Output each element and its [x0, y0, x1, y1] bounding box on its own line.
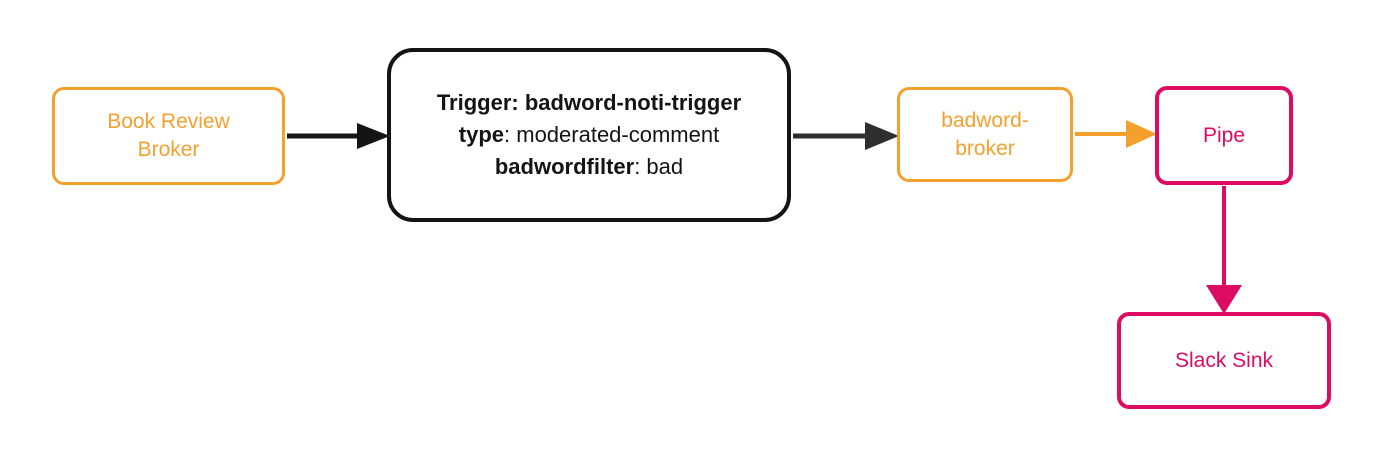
edge-pipe-to-slack-sink: [1206, 186, 1242, 314]
trigger-line-name: Trigger: badword-noti-trigger: [436, 90, 742, 116]
node-pipe-label: Pipe: [1202, 123, 1246, 147]
node-badword-noti-trigger-label: Trigger: badword-noti-trigger type: mode…: [419, 87, 759, 183]
trigger-line-type: type: moderated-comment: [458, 122, 720, 148]
edge-badword-broker-to-pipe: [1075, 120, 1157, 148]
node-badword-broker-label: badword-broker: [941, 108, 1029, 160]
trigger-line-badwordfilter: badwordfilter: bad: [494, 153, 684, 179]
edge-broker-to-trigger: [287, 123, 390, 149]
node-slack-sink-label: Slack Sink: [1174, 348, 1274, 372]
node-badword-broker[interactable]: badword-broker: [897, 87, 1073, 182]
edge-trigger-to-badword-broker: [793, 122, 899, 150]
node-badword-noti-trigger[interactable]: Trigger: badword-noti-trigger type: mode…: [387, 48, 791, 222]
node-slack-sink[interactable]: Slack Sink: [1117, 312, 1331, 409]
node-pipe[interactable]: Pipe: [1155, 86, 1293, 185]
